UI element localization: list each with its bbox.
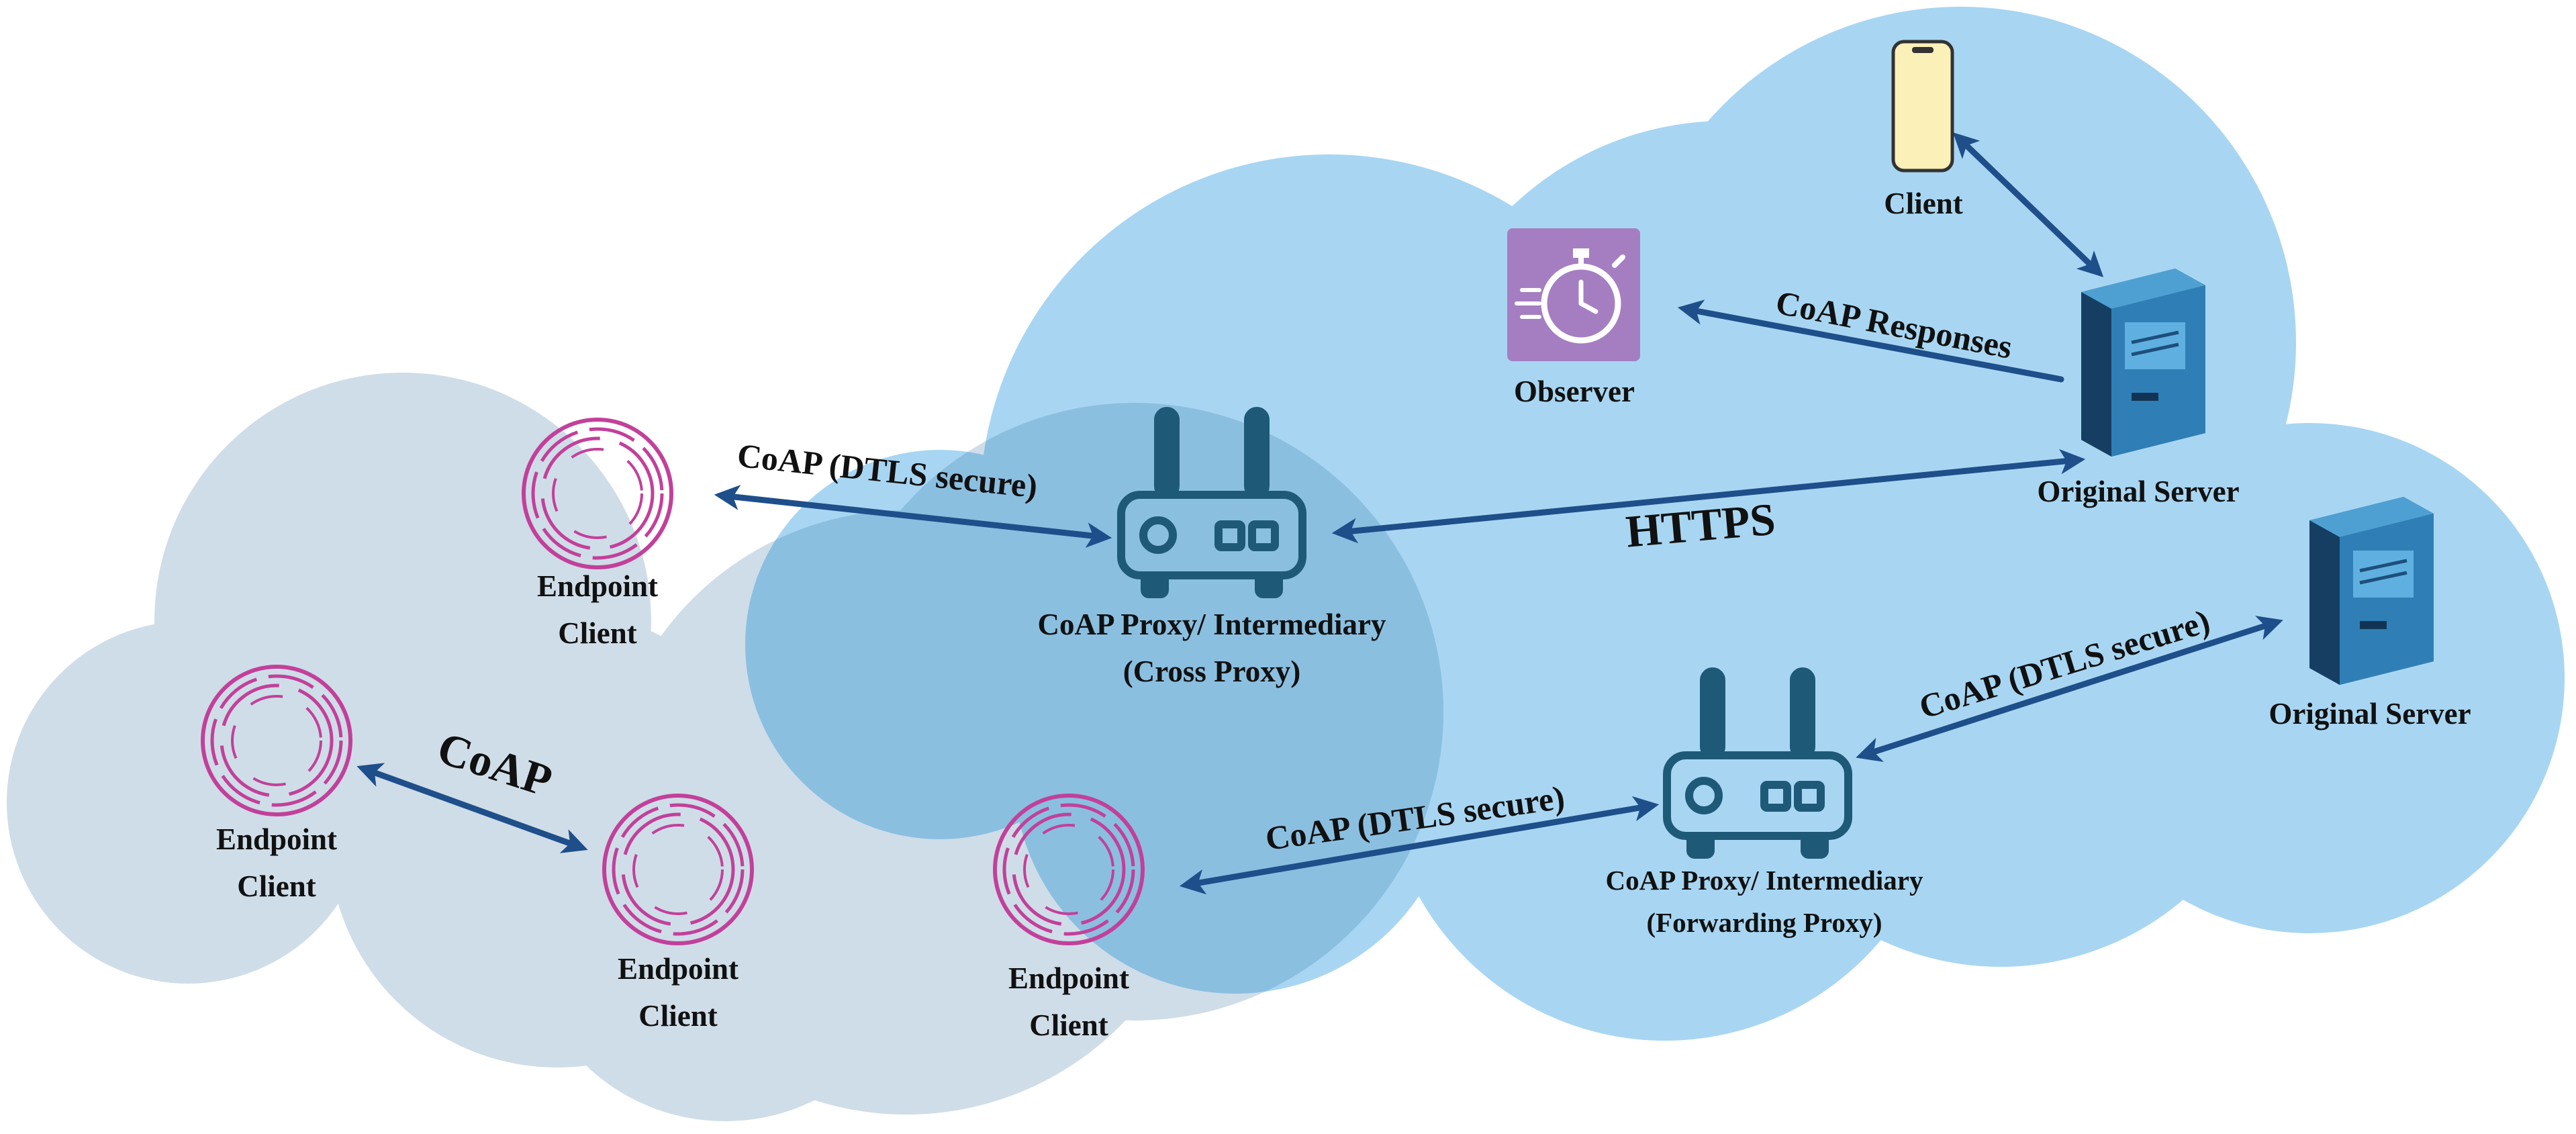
endpoint-icon xyxy=(602,794,754,945)
endpoint-1-label-2: Client xyxy=(558,616,637,650)
forwarding-proxy-router-icon xyxy=(1663,667,1852,859)
client-label: Client xyxy=(1884,187,1963,220)
endpoint-4-label-2: Client xyxy=(1029,1008,1108,1042)
endpoint-3-label: Endpoint xyxy=(618,952,738,986)
endpoint-icon xyxy=(993,794,1145,945)
forwarding-proxy-label-2: (Forwarding Proxy) xyxy=(1646,907,1882,938)
endpoint-2-label: Endpoint xyxy=(216,822,337,856)
observer-label: Observer xyxy=(1514,375,1635,408)
dtls-cross-arrow xyxy=(714,485,1112,548)
endpoint-3-label-2: Client xyxy=(638,999,718,1033)
forwarding-proxy-label: CoAP Proxy/ Intermediary xyxy=(1606,865,1923,896)
coap-local-arrow xyxy=(356,763,588,853)
server-1-label: Original Server xyxy=(2037,475,2239,508)
server-tower-icon xyxy=(2309,497,2434,685)
server-tower-icon xyxy=(2081,269,2205,457)
cross-proxy-label-2: (Cross Proxy) xyxy=(1123,655,1301,688)
https-arrow xyxy=(1331,448,2086,544)
endpoint-icon xyxy=(522,418,673,569)
endpoint-1-label: Endpoint xyxy=(537,569,658,603)
endpoint-4-label: Endpoint xyxy=(1008,961,1129,995)
endpoint-2-label-2: Client xyxy=(237,869,316,903)
responses-arrow xyxy=(1677,299,2064,383)
dtls-forward-in-arrow xyxy=(1179,796,1660,895)
smartphone-icon xyxy=(1891,40,1954,173)
cross-proxy-label: CoAP Proxy/ Intermediary xyxy=(1037,608,1386,641)
endpoint-icon xyxy=(201,665,352,816)
stopwatch-icon xyxy=(1507,228,1640,361)
server-2-label: Original Server xyxy=(2269,697,2471,730)
cross-proxy-router-icon xyxy=(1117,407,1306,598)
client-server-arrow xyxy=(1952,132,2104,277)
dtls-forward-out-arrow xyxy=(1856,616,2283,762)
